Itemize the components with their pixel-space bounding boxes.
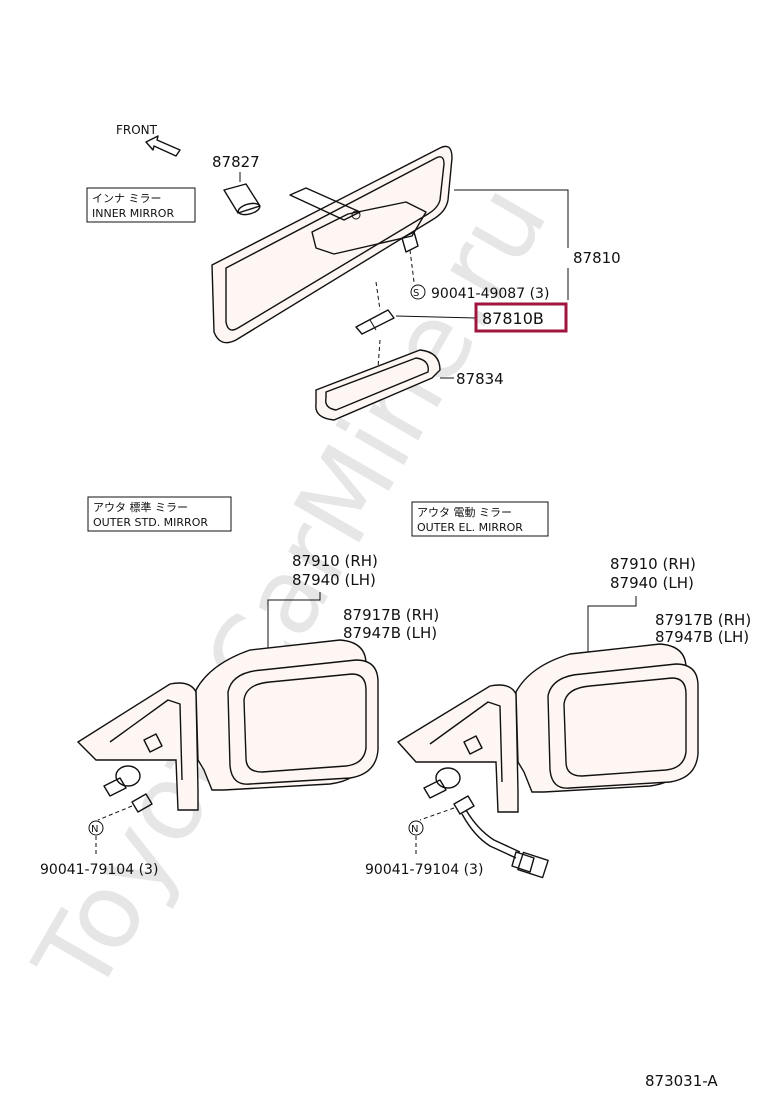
outer-el-labels: 87910 (RH) 87940 (LH) 87917B (RH) 87947B… bbox=[587, 555, 751, 664]
outer-std-mirror-assembly: N 90041-79104 (3) bbox=[40, 639, 379, 878]
part-87810b: 87810B bbox=[355, 281, 568, 335]
outer-std-jp: アウタ 標準 ミラー bbox=[93, 500, 188, 514]
outer-el-mirror-assembly: N 90041-79104 (3) bbox=[365, 643, 699, 879]
el-nut-symbol: N bbox=[411, 824, 418, 835]
outer-el-jp: アウタ 電動 ミラー bbox=[417, 505, 512, 519]
std-label-87947b: 87947B (LH) bbox=[343, 624, 437, 642]
inner-mirror-jp: インナ ミラー bbox=[92, 192, 162, 205]
el-label-87917b: 87917B (RH) bbox=[655, 611, 751, 629]
front-label: FRONT bbox=[116, 123, 158, 137]
label-87810: 87810 bbox=[573, 249, 621, 267]
outer-std-en: OUTER STD. MIRROR bbox=[93, 516, 208, 529]
outer-std-labels: 87910 (RH) 87940 (LH) 87917B (RH) 87947B… bbox=[267, 552, 439, 660]
el-label-87910: 87910 (RH) bbox=[610, 555, 696, 573]
inner-mirror-en: INNER MIRROR bbox=[92, 207, 174, 220]
inner-mirror-body bbox=[211, 145, 453, 344]
highlight-box bbox=[474, 302, 568, 333]
front-arrow-icon bbox=[145, 135, 181, 157]
diagram-code: 873031-A bbox=[645, 1072, 718, 1090]
std-label-87910: 87910 (RH) bbox=[292, 552, 378, 570]
part-screw-90041-49087: S 90041-49087 (3) bbox=[409, 249, 549, 302]
part-87827: 87827 bbox=[212, 153, 261, 216]
el-label-bolt: 90041-79104 (3) bbox=[365, 862, 483, 878]
std-nut-symbol: N bbox=[91, 824, 98, 835]
label-87810b[interactable]: 87810B bbox=[482, 309, 544, 328]
screw-symbol: S bbox=[413, 288, 419, 299]
el-label-87940: 87940 (LH) bbox=[610, 574, 694, 592]
std-label-87940: 87940 (LH) bbox=[292, 571, 376, 589]
inner-mirror-label: インナ ミラー INNER MIRROR bbox=[86, 187, 196, 223]
label-87834: 87834 bbox=[456, 370, 504, 388]
label-87827: 87827 bbox=[212, 153, 260, 171]
label-90041-49087: 90041-49087 (3) bbox=[431, 286, 549, 302]
outer-el-en: OUTER EL. MIRROR bbox=[417, 521, 523, 534]
std-label-87917b: 87917B (RH) bbox=[343, 606, 439, 624]
part-87810: 87810 bbox=[454, 189, 621, 300]
el-label-87947b: 87947B (LH) bbox=[655, 628, 749, 646]
outer-std-mirror-label: アウタ 標準 ミラー OUTER STD. MIRROR bbox=[87, 496, 232, 532]
std-label-bolt: 90041-79104 (3) bbox=[40, 862, 158, 878]
part-87834: 87834 bbox=[315, 339, 504, 421]
front-indicator: FRONT bbox=[116, 123, 181, 157]
outer-el-mirror-label: アウタ 電動 ミラー OUTER EL. MIRROR bbox=[411, 501, 549, 537]
